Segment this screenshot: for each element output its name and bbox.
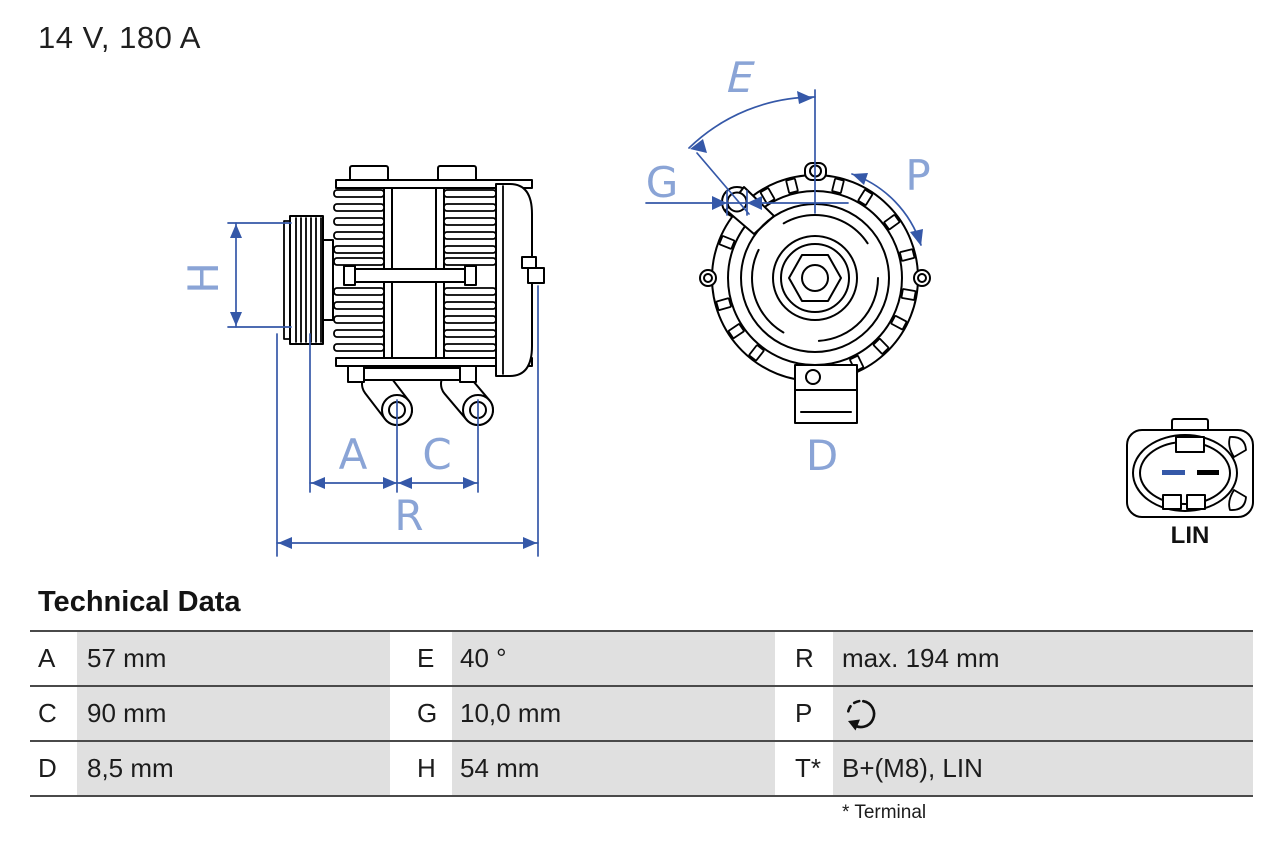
pulley xyxy=(283,215,334,345)
table-row: A 57 mm E 40 ° R max. 194 mm xyxy=(30,632,1253,687)
tech-data-heading: Technical Data xyxy=(38,586,241,618)
dim-label-g: G xyxy=(646,158,679,207)
cooling-fins-right xyxy=(443,189,497,352)
dim-value-e: 40 ° xyxy=(452,632,775,685)
dim-key-t: T* xyxy=(795,753,821,783)
alternator-side-view xyxy=(283,165,545,426)
dim-label-d: D xyxy=(806,431,838,480)
dim-key-r: R xyxy=(795,643,814,673)
dim-value-g: 10,0 mm xyxy=(452,687,775,740)
connector-label: LIN xyxy=(1171,522,1210,549)
dim-value-a: 57 mm xyxy=(77,632,390,685)
dim-label-a: A xyxy=(339,430,368,479)
dim-key-e: E xyxy=(417,643,435,673)
dim-key-c: C xyxy=(38,698,57,728)
terminal-stud xyxy=(521,256,545,284)
dim-label-c: C xyxy=(422,430,451,479)
side-ears xyxy=(699,269,931,287)
dim-label-r: R xyxy=(394,491,423,540)
dim-label-e: E xyxy=(721,54,760,103)
front-inner-details xyxy=(740,203,890,353)
dim-value-t: B+(M8), LIN xyxy=(833,742,1253,795)
cooling-fins-left xyxy=(333,189,385,352)
table-row: C 90 mm G 10,0 mm P xyxy=(30,687,1253,742)
dim-key-g: G xyxy=(417,698,438,728)
mounting-lugs xyxy=(361,368,494,426)
technical-drawing: H A C R xyxy=(179,54,1254,557)
dim-key-h: H xyxy=(417,753,436,783)
dim-key-d: D xyxy=(38,753,57,783)
connector-pin-left xyxy=(1162,470,1185,475)
tech-data-table: A 57 mm E 40 ° R max. 194 mm C 90 mm G 1… xyxy=(30,630,1253,797)
table-row: D 8,5 mm H 54 mm T* B+(M8), LIN xyxy=(30,742,1253,797)
alternator-body xyxy=(333,165,533,383)
clockwise-rotation-icon xyxy=(847,699,876,730)
connector-notch-top xyxy=(1228,436,1247,458)
dim-value-c: 90 mm xyxy=(77,687,390,740)
rear-cover xyxy=(495,183,533,377)
dim-label-h: H xyxy=(179,262,228,294)
dim-key-p: P xyxy=(795,698,813,728)
vent-slots xyxy=(715,177,917,372)
dim-label-p: P xyxy=(905,151,930,200)
page-title: 14 V, 180 A xyxy=(38,20,201,55)
side-view-dimensions: H A C R xyxy=(179,222,539,557)
dim-value-r: max. 194 mm xyxy=(833,632,1253,685)
lin-connector: LIN xyxy=(1126,418,1254,549)
bottom-bracket xyxy=(794,364,858,424)
dim-value-h: 54 mm xyxy=(452,742,775,795)
connector-notch-bottom xyxy=(1228,489,1247,511)
dim-value-p xyxy=(833,687,1253,740)
connector-pin-right xyxy=(1197,470,1219,475)
dim-value-d: 8,5 mm xyxy=(77,742,390,795)
dim-key-a: A xyxy=(38,643,56,673)
terminal-footnote: * Terminal xyxy=(842,802,927,823)
